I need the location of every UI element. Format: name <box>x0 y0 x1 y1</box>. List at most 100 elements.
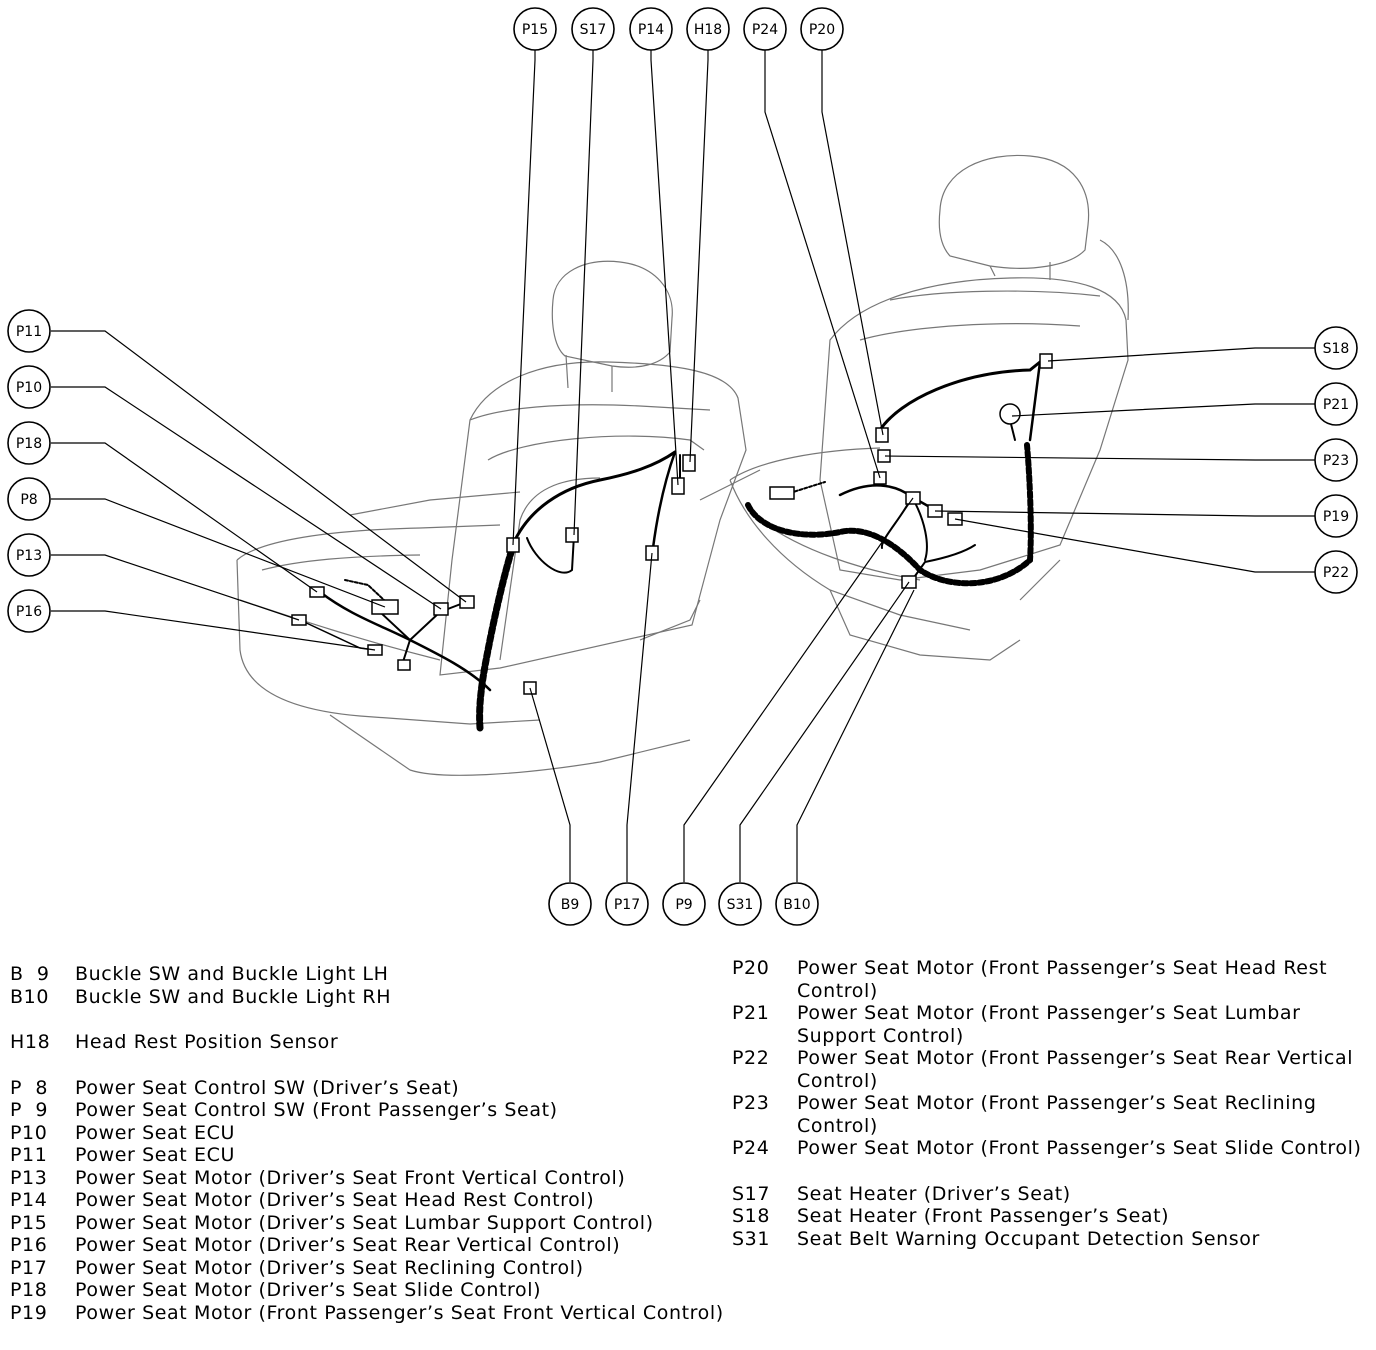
legend-item: H18 Head Rest Position Sensor <box>10 1031 730 1054</box>
legend-description: Seat Heater (Driver’s Seat) <box>797 1182 1071 1205</box>
legend-code: P23 <box>732 1092 770 1114</box>
legend-code: B 9 <box>10 963 50 985</box>
callout-label: P22 <box>1323 565 1349 581</box>
callout-circle <box>1314 438 1358 482</box>
callout-label: P10 <box>16 380 42 396</box>
callout-p13: P13 <box>7 533 51 577</box>
legend-description: Power Seat Control SW (Front Passenger’s… <box>75 1099 558 1121</box>
callout-h18: H18 <box>686 7 730 51</box>
callout-circle <box>1314 382 1358 426</box>
callout-label: S18 <box>1323 341 1350 357</box>
callout-circle <box>7 477 51 521</box>
callout-circle <box>629 7 673 51</box>
callout-s31: S31 <box>718 882 762 926</box>
callout-circle <box>571 7 615 51</box>
legend-description: Power Seat Motor (Front Passenger’s Seat… <box>797 1002 1301 1047</box>
legend-code: H18 <box>10 1031 51 1053</box>
callout-label: S17 <box>580 22 607 38</box>
legend-description: Power Seat Motor (Driver’s Seat Front Ve… <box>75 1166 626 1189</box>
legend-code: B10 <box>10 985 50 1008</box>
connector-p11 <box>459 595 475 609</box>
legend-gap <box>10 1054 730 1077</box>
legend-code: S17 <box>732 1182 771 1205</box>
callout-label: B10 <box>783 897 810 913</box>
callout-label: P19 <box>1323 509 1349 525</box>
driver-seat-outline <box>236 260 747 776</box>
legend-code: P20 <box>732 957 770 979</box>
legend-description: Power Seat ECU <box>75 1144 235 1166</box>
callout-circle <box>7 309 51 353</box>
callout-label: P8 <box>20 492 37 508</box>
legend-code: P14 <box>10 1189 48 1211</box>
legend-description: Power Seat Motor (Driver’s Seat Reclinin… <box>75 1256 584 1279</box>
callout-circle <box>7 589 51 633</box>
legend-code: P22 <box>732 1047 770 1069</box>
callout-p21: P21 <box>1314 382 1358 426</box>
callout-circle <box>718 882 762 926</box>
callout-circle <box>7 533 51 577</box>
callout-circle <box>605 882 649 926</box>
connector-p16b <box>397 659 411 671</box>
legend-code: P13 <box>10 1166 48 1189</box>
callout-label: P20 <box>809 22 835 38</box>
passenger-harness <box>745 360 1042 587</box>
callout-b10: B10 <box>775 882 819 926</box>
callout-circle <box>662 882 706 926</box>
callout-circle <box>7 365 51 409</box>
callout-circle <box>7 421 51 465</box>
legend-code: P24 <box>732 1137 770 1159</box>
callout-p24: P24 <box>743 7 787 51</box>
connectors <box>291 353 1053 695</box>
callout-label: P15 <box>522 22 548 38</box>
legend-code: P11 <box>10 1144 48 1166</box>
callout-p18: P18 <box>7 421 51 465</box>
legend-description: Buckle SW and Buckle Light RH <box>75 985 392 1008</box>
legend-description: Head Rest Position Sensor <box>75 1031 339 1053</box>
connector-b10 <box>769 486 795 500</box>
callout-circle <box>1314 326 1358 370</box>
callout-p11: P11 <box>7 309 51 353</box>
legend-description: Seat Belt Warning Occupant Detection Sen… <box>797 1227 1260 1250</box>
callout-circle <box>1314 550 1358 594</box>
callout-b9: B9 <box>548 882 592 926</box>
legend-code: P21 <box>732 1002 770 1024</box>
legend-gap <box>10 1008 730 1031</box>
callout-p10: P10 <box>7 365 51 409</box>
callout-p23: P23 <box>1314 438 1358 482</box>
callout-label: P17 <box>614 897 640 913</box>
callout-p9: P9 <box>662 882 706 926</box>
connector-s17 <box>565 527 579 543</box>
legend-description: Power Seat Motor (Driver’s Seat Rear Ver… <box>75 1234 621 1256</box>
legend-description: Power Seat Motor (Front Passenger’s Seat… <box>797 957 1328 1002</box>
legend-item: P23 Power Seat Motor (Front Passenger’s S… <box>732 1092 1362 1137</box>
callout-circle <box>513 7 557 51</box>
callout-circle <box>686 7 730 51</box>
callout-label: P21 <box>1323 397 1349 413</box>
callout-p8: P8 <box>7 477 51 521</box>
callout-p19: P19 <box>1314 494 1358 538</box>
callout-circle <box>800 7 844 51</box>
callout-s17: S17 <box>571 7 615 51</box>
callout-label: B9 <box>561 897 580 913</box>
callout-label: P9 <box>675 897 692 913</box>
legend-code: P 8 <box>10 1076 49 1099</box>
callout-label: P14 <box>638 22 664 38</box>
callout-circle <box>743 7 787 51</box>
callout-label: P11 <box>16 324 42 340</box>
legend-description: Power Seat Motor (Front Passenger’s Seat… <box>75 1301 724 1324</box>
legend-description: Power Seat Motor (Front Passenger’s Seat… <box>797 1092 1317 1137</box>
legend-item: P11 Power Seat ECU <box>10 1144 730 1167</box>
callout-s18: S18 <box>1314 326 1358 370</box>
